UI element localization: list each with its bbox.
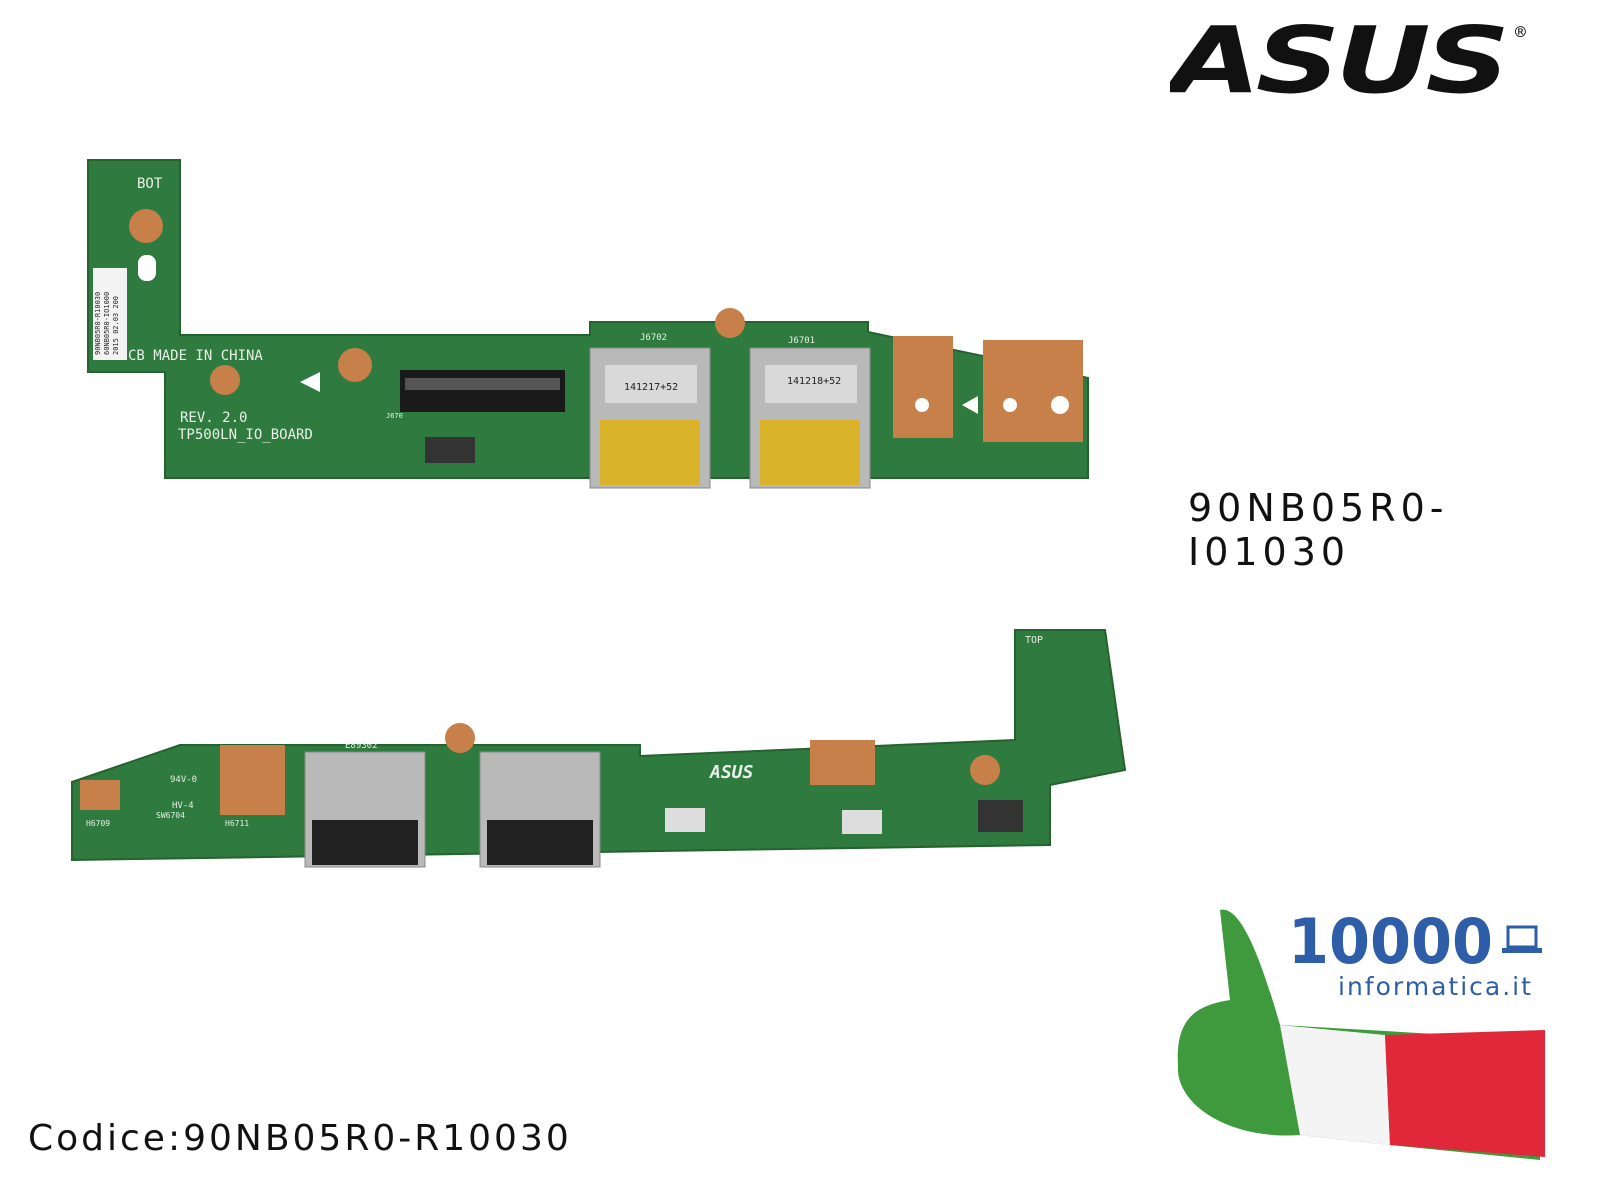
silk-rating-1: 94V-0 [170, 775, 197, 785]
silk-rev: REV. 2.0 [180, 410, 247, 426]
model-code: 90NB05R0-I01030 [1188, 486, 1449, 574]
silk-top: TOP [1025, 635, 1043, 646]
sticker-line: 2015 02.03 200 [112, 296, 120, 355]
asus-logo: ASUS ® [1162, 7, 1540, 114]
port-code-1: 141217+52 [624, 382, 678, 393]
silk-code: E89302 [345, 741, 378, 751]
silk-made-in: CB MADE IN CHINA [128, 348, 263, 364]
io-board-bottom-side: TOP E89302 94V-0 HV-4 SW6704 H6709 H6711… [71, 629, 1127, 868]
port-code-2: 141218+52 [787, 376, 841, 387]
product-code: Codice:90NB05R0-R10030 [28, 1118, 572, 1159]
silk-hole-2: H6711 [225, 819, 249, 828]
seller-logo-number: 10000 [1288, 905, 1493, 978]
product-photo: 90NB05R0-R10030 60NB05R0-IO1000 2015 02.… [71, 159, 1127, 868]
silk-j6702: J6702 [640, 333, 667, 343]
asus-logo-text: ASUS [1170, 18, 1505, 98]
sticker-line: 90NB05R0-R10030 [94, 292, 102, 355]
seller-logo: 10000 informatica.it [1160, 895, 1560, 1169]
silk-j6701: J6701 [788, 336, 815, 346]
silk-asus: ASUS [709, 762, 754, 783]
silk-switch: SW6704 [156, 811, 185, 820]
silk-j670: J670 [386, 412, 403, 420]
silk-hole-1: H6709 [86, 819, 110, 828]
laptop-icon [1502, 925, 1542, 953]
silk-bot: BOT [137, 176, 163, 192]
silk-rating-2: HV-4 [172, 801, 194, 811]
io-board-top-side: 90NB05R0-R10030 60NB05R0-IO1000 2015 02.… [87, 159, 1089, 489]
seller-logo-domain: informatica.it [1338, 972, 1533, 1001]
registered-mark: ® [1515, 22, 1526, 43]
sticker-line: 60NB05R0-IO1000 [103, 292, 111, 355]
silk-board-name: TP500LN_IO_BOARD [178, 427, 313, 443]
